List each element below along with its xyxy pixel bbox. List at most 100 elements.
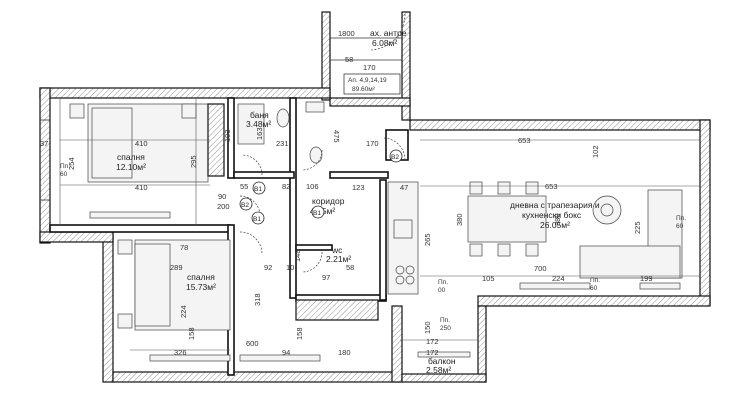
dim-label: 150 — [423, 321, 432, 334]
dim-label: 653 — [545, 182, 558, 191]
bed-1 — [69, 103, 209, 183]
dim-label: 475 — [332, 130, 341, 143]
dim-label: 172 — [426, 337, 439, 346]
dim-label: 318 — [253, 293, 262, 306]
bathroom-name: баня — [250, 110, 269, 120]
dim-label: 326 — [174, 348, 187, 357]
bedroom1-name: спалня — [117, 152, 145, 162]
dim-label: 231 — [276, 139, 289, 148]
dim-label: 265 — [423, 233, 432, 246]
dim-label: 148 — [293, 249, 302, 262]
apartment-area: 89.60м² — [352, 86, 376, 93]
dimension-labels: 1800 58 170 410 410 295 193 163 231 170 … — [40, 29, 653, 357]
dim-label: 78 — [180, 243, 188, 252]
sill-label: 60 — [60, 171, 68, 178]
dim-label: 224 — [552, 274, 565, 283]
dim-label: 193 — [223, 129, 232, 142]
sill-label: Пп. — [590, 277, 600, 284]
dim-label: 289 — [170, 263, 183, 272]
sill-label: 60 — [590, 285, 598, 292]
bed-2 — [117, 239, 231, 331]
dim-label: 55 — [240, 182, 248, 191]
dim-label: 105 — [482, 274, 495, 283]
dim-label: 224 — [179, 305, 188, 318]
bathroom-fixtures — [237, 101, 325, 164]
windows — [40, 119, 681, 362]
dim-label: 102 — [591, 145, 600, 158]
living-area: 26.05м² — [540, 220, 570, 230]
sill-label: 00 — [438, 287, 446, 294]
sill-label: Пп. — [440, 317, 450, 324]
dim-label: 410 — [135, 139, 148, 148]
dim-label: 170 — [366, 139, 379, 148]
dim-label: 10 — [286, 263, 294, 272]
dim-label: 199 — [640, 274, 653, 283]
bedroom1-area: 12.10м² — [116, 162, 146, 172]
dim-label: 58 — [346, 263, 354, 272]
wardrobe-1 — [207, 103, 225, 177]
dim-label: 58 — [345, 55, 353, 64]
wc-area: 2.21м² — [326, 254, 351, 264]
section-markers: B1 B2 B1 B2 B1 — [239, 149, 403, 225]
balcony-area: 2.58м² — [426, 365, 451, 375]
anteroom-walls — [321, 11, 411, 121]
sill-labels: Пп. 60 Пп. 60 Пп. 00 Пп. 250 Пп. 60 — [60, 163, 686, 332]
dimension-lines — [59, 98, 700, 351]
balcony-name: балкон — [428, 356, 456, 366]
dim-label: 380 — [553, 213, 562, 226]
dim-label: 1800 — [338, 29, 355, 38]
anteroom-area: 6.08м² — [372, 38, 397, 48]
dim-label: 295 — [189, 155, 198, 168]
dim-label: 172 — [426, 348, 439, 357]
apartment-info-box: Ап. 4,9,14,19 89.60м² — [343, 73, 401, 95]
marker-label: B2 — [391, 154, 399, 161]
dim-label: 700 — [534, 264, 547, 273]
wardrobe-2 — [295, 299, 379, 321]
bedroom2-area: 15.73м² — [186, 282, 216, 292]
dim-label: 37 — [40, 139, 48, 148]
kitchen-counter — [387, 181, 419, 295]
dim-label: 200 — [217, 202, 230, 211]
dim-label: 94 — [282, 348, 290, 357]
interior-walls — [49, 97, 409, 376]
exterior-walls — [39, 87, 711, 383]
bathroom-area: 3.48м² — [246, 119, 271, 129]
dim-label: 158 — [187, 327, 196, 340]
marker-label: B2 — [241, 202, 249, 209]
living-name-2: кухненски бокс — [522, 210, 582, 220]
dim-label: 163 — [255, 127, 264, 140]
dim-label: 97 — [322, 273, 330, 282]
dim-label: 254 — [67, 157, 76, 170]
dining-table — [467, 181, 547, 257]
sill-label: Пп. — [438, 279, 448, 286]
wc-name: wc — [331, 245, 343, 255]
dim-label: 106 — [306, 182, 319, 191]
marker-label: B1 — [254, 186, 262, 193]
sill-label: 250 — [440, 325, 451, 332]
dim-label: 92 — [264, 263, 272, 272]
dim-label: 47 — [400, 183, 408, 192]
dim-label: 600 — [246, 339, 259, 348]
dim-label: 653 — [518, 136, 531, 145]
dim-label: 90 — [218, 192, 226, 201]
dim-label: 158 — [295, 327, 304, 340]
dim-label: 180 — [338, 348, 351, 357]
dim-label: 82 — [282, 182, 290, 191]
bedroom2-name: спалня — [187, 272, 215, 282]
dim-label: 380 — [455, 213, 464, 226]
living-name: дневна с трапезария и — [510, 200, 600, 210]
sill-label: Пп. — [60, 163, 70, 170]
apartment-number: Ап. 4,9,14,19 — [348, 77, 387, 84]
dim-label: 123 — [352, 183, 365, 192]
corridor-name: коридор — [312, 196, 345, 206]
dim-label: 170 — [363, 63, 376, 72]
marker-label: B1 — [253, 216, 261, 223]
sill-label: 60 — [676, 223, 684, 230]
sill-label: Пп. — [676, 215, 686, 222]
sofa — [579, 189, 683, 279]
dim-label: 225 — [633, 221, 642, 234]
dim-label: 410 — [135, 183, 148, 192]
anteroom-name: ах. антре — [370, 28, 407, 38]
marker-label: B1 — [313, 210, 321, 217]
